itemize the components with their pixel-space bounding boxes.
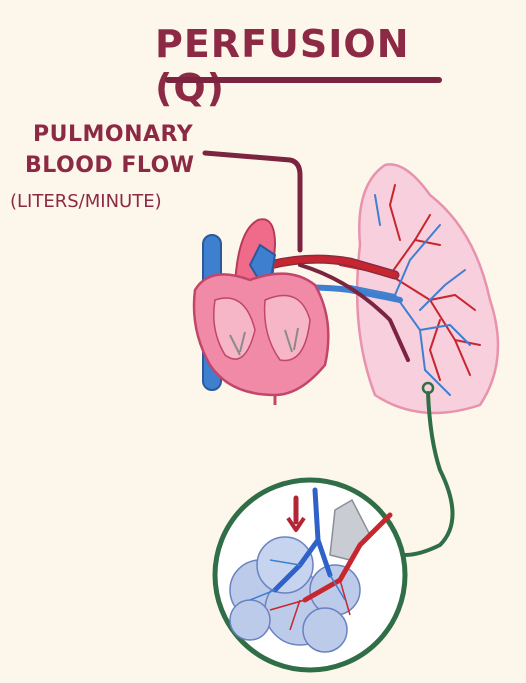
alveoli-zoom-illustration — [215, 480, 405, 670]
title-underline — [165, 77, 442, 83]
zoom-connector-line — [405, 393, 453, 555]
lung-illustration — [340, 164, 498, 413]
diagram-title: PERFUSION (Q) — [155, 22, 455, 110]
heart-illustration — [194, 219, 328, 405]
label-pulmonary: PULMONARY — [33, 122, 193, 147]
label-units: (LITERS/MINUTE) — [10, 191, 162, 212]
label-blood-flow: BLOOD FLOW — [25, 153, 195, 178]
